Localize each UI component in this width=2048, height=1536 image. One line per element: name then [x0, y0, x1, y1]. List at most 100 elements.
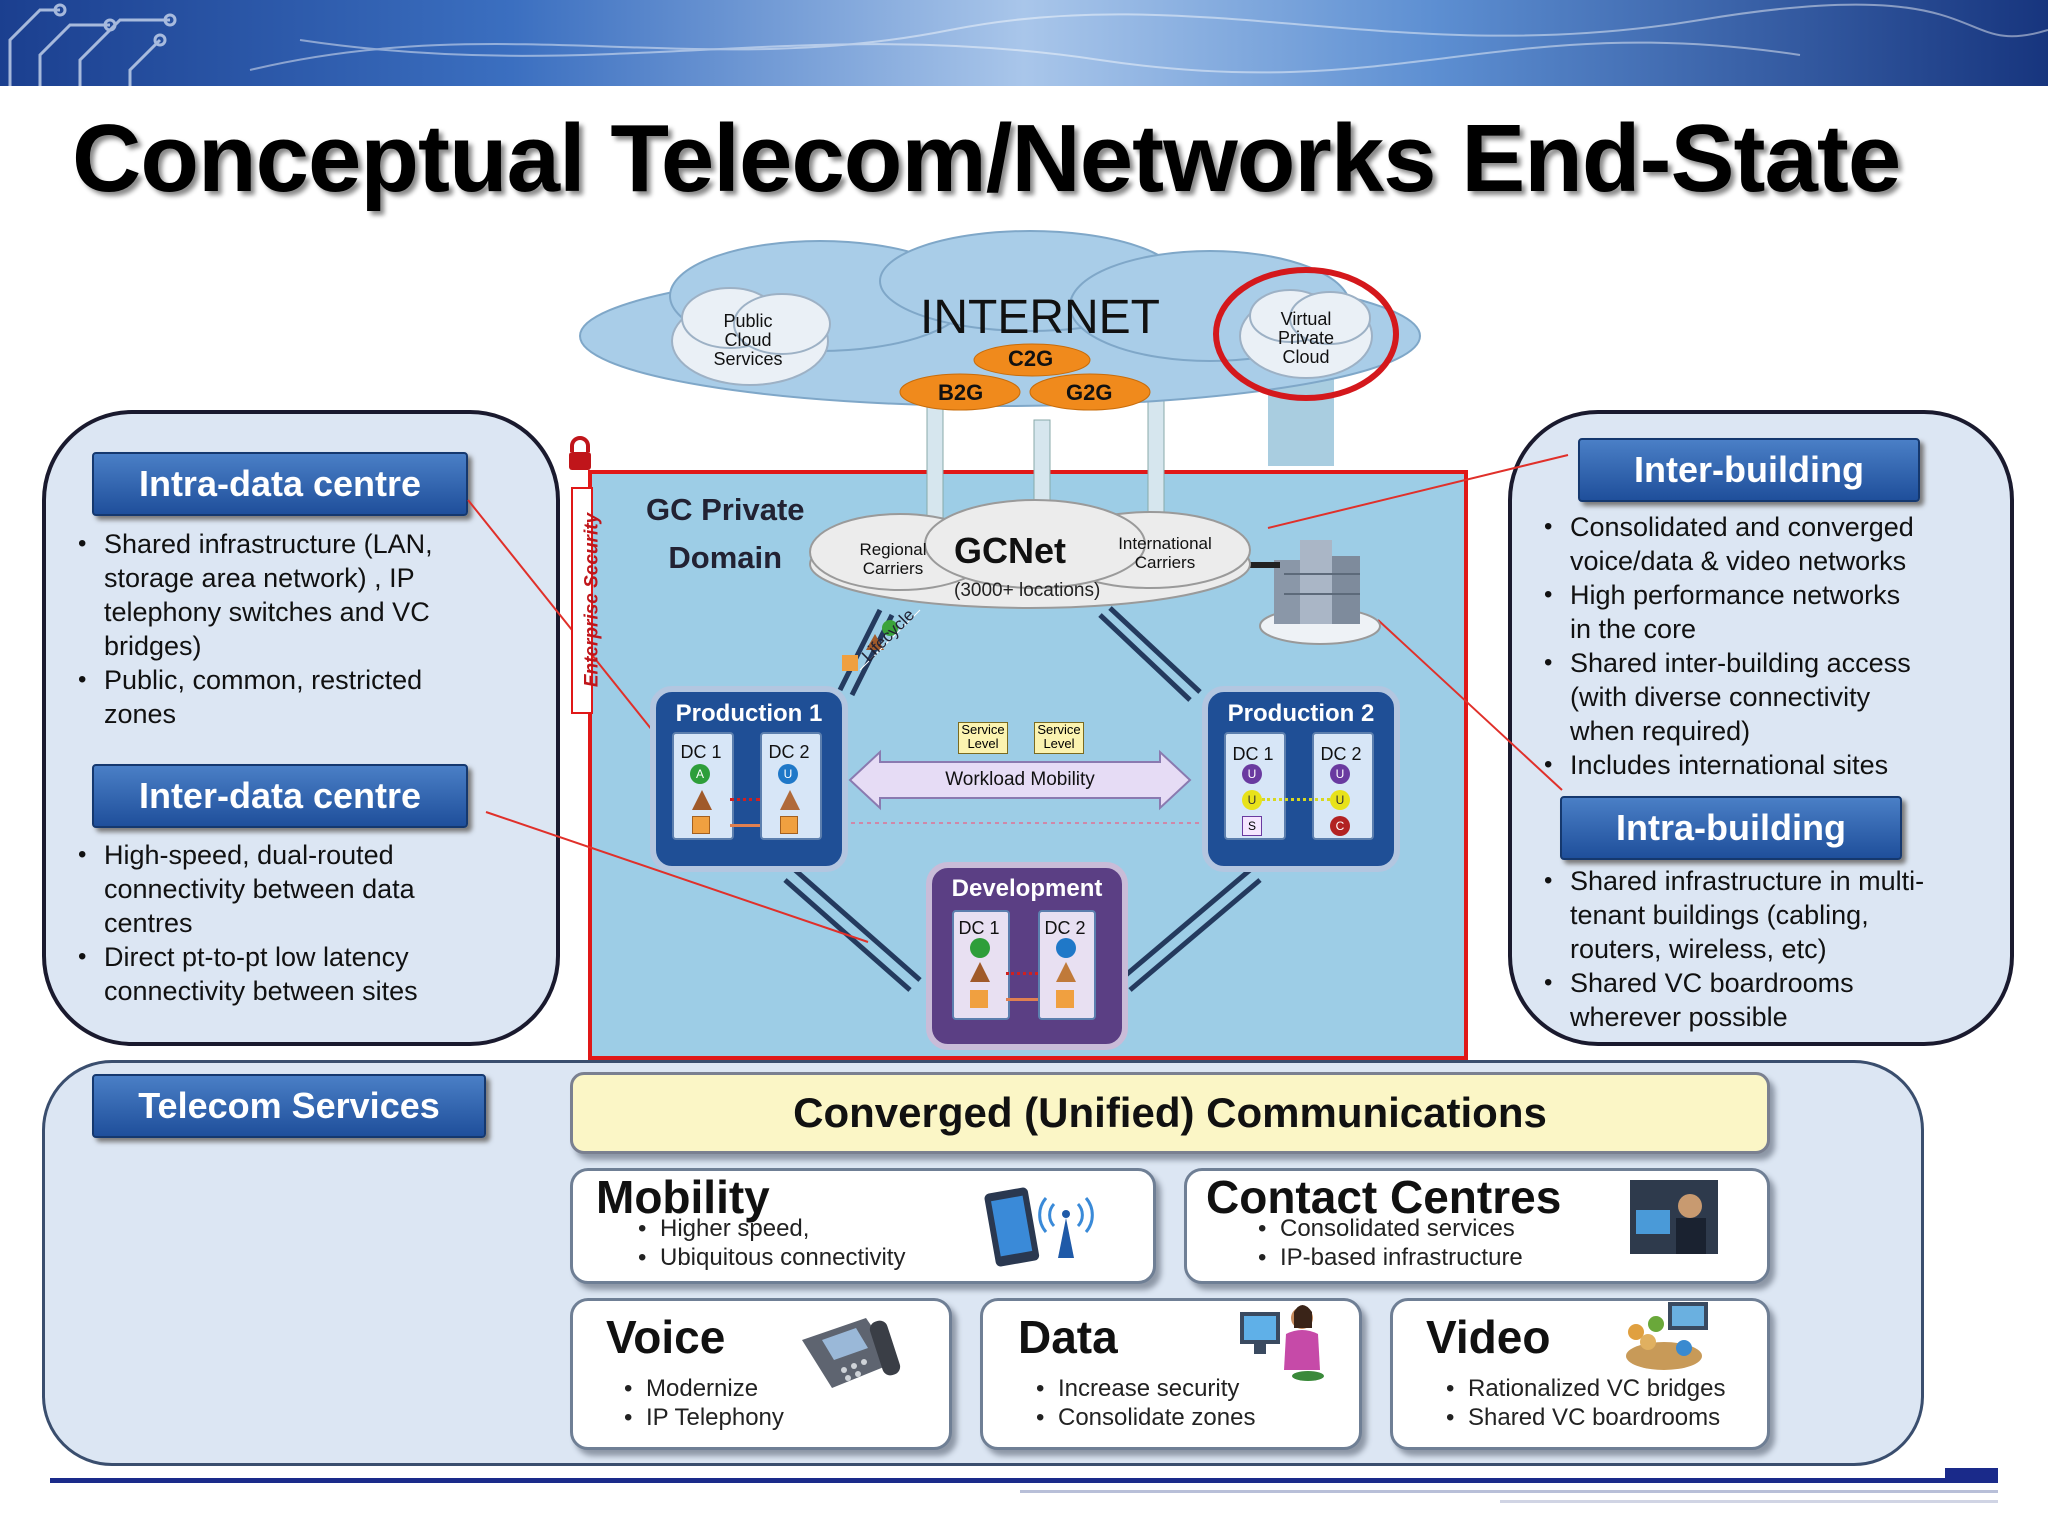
- tablet-wireless-icon: [984, 1187, 1094, 1267]
- lifecycle-shapes: [842, 609, 921, 671]
- ip-phone-icon: [802, 1318, 901, 1388]
- zone-u-node: U: [778, 764, 798, 784]
- footer-rule-light: [1500, 1500, 1998, 1503]
- production-2-label: Production 2: [1227, 700, 1375, 727]
- enterprise-security-label: Enterprise Security: [581, 512, 603, 688]
- circuit-pattern-icon: [8, 3, 2048, 86]
- telecom-services-label: Telecom Services: [92, 1074, 486, 1138]
- list-item: Modernize: [620, 1374, 784, 1403]
- workload-mobility-label: Workload Mobility: [945, 769, 1095, 790]
- header-banner: [0, 0, 2048, 86]
- video-conference-icon: [1626, 1302, 1708, 1370]
- list-item: Includes international sites: [1544, 748, 2004, 782]
- gcnet-cloud-icon: [809, 499, 1251, 609]
- dc2-label: DC 2: [1044, 918, 1086, 938]
- dc-link: [730, 824, 760, 827]
- footer-rule-accent: [1945, 1468, 1998, 1482]
- dc1-label: DC 1: [1232, 744, 1274, 764]
- zone-c-node: C: [1330, 816, 1350, 836]
- gcnet-label: GCNet: [954, 530, 1067, 571]
- list-item: Rationalized VC bridges: [1442, 1374, 1725, 1403]
- mobility-bullets: Higher speed, Ubiquitous connectivity: [634, 1214, 905, 1272]
- zone-s-node-striped: [780, 790, 800, 810]
- list-item: IP-based infrastructure: [1254, 1243, 1523, 1272]
- intra-data-centre-bullets: Shared infrastructure (LAN,storage area …: [78, 527, 538, 731]
- list-item: Increase security: [1032, 1374, 1255, 1403]
- firewall-square: [1056, 990, 1074, 1008]
- computer-user-icon: [1240, 1305, 1324, 1381]
- zone-u-node: U: [1242, 764, 1262, 784]
- dc1-label: DC 1: [958, 918, 1000, 938]
- zone-u-node-yellow: U: [1330, 790, 1350, 810]
- data-title: Data: [1018, 1311, 1118, 1363]
- zone-s-node: [970, 962, 990, 982]
- internet-cloud-icon: [579, 230, 1421, 411]
- zone-node-blue: [1056, 938, 1076, 958]
- firewall-square: [692, 816, 710, 834]
- inter-data-centre-label: Inter-data centre: [92, 764, 468, 828]
- call-centre-agent-icon: [1630, 1180, 1718, 1254]
- intra-building-label: Intra-building: [1560, 796, 1902, 860]
- list-item: Higher speed,: [634, 1214, 905, 1243]
- list-item: Shared inter-building access(with divers…: [1544, 646, 2004, 748]
- video-bullets: Rationalized VC bridges Shared VC boardr…: [1442, 1374, 1725, 1432]
- list-item: Shared VC boardrooms: [1442, 1403, 1725, 1432]
- video-title: Video: [1426, 1311, 1551, 1363]
- list-item: Consolidate zones: [1032, 1403, 1255, 1432]
- footer-rule: [50, 1478, 1998, 1483]
- dc2-label: DC 2: [768, 742, 810, 762]
- internet-label: INTERNET: [920, 291, 1160, 344]
- zone-node-green: [970, 938, 990, 958]
- list-item: IP Telephony: [620, 1403, 784, 1432]
- dc-link: [730, 798, 760, 801]
- list-item: Shared infrastructure (LAN,storage area …: [78, 527, 538, 663]
- lock-icon: [569, 436, 591, 470]
- dc1-label: DC 1: [680, 742, 722, 762]
- list-item: Shared infrastructure in multi-tenant bu…: [1544, 864, 2004, 966]
- footer-rule-light: [1020, 1490, 1998, 1493]
- c2g-pill: C2G: [1008, 346, 1054, 371]
- firewall-square: [970, 990, 988, 1008]
- production-1-label: Production 1: [675, 700, 823, 727]
- list-item: Consolidated services: [1254, 1214, 1523, 1243]
- firewall-square: [780, 816, 798, 834]
- inter-building-label: Inter-building: [1578, 438, 1920, 502]
- contact-centres-bullets: Consolidated services IP-based infrastru…: [1254, 1214, 1523, 1272]
- converged-communications-banner: Converged (Unified) Communications: [570, 1072, 1770, 1154]
- voice-bullets: Modernize IP Telephony: [620, 1374, 784, 1432]
- list-item: Direct pt-to-pt low latencyconnectivity …: [78, 940, 538, 1008]
- gcnet-sublabel: (3000+ locations): [954, 580, 1101, 601]
- voice-title: Voice: [606, 1311, 726, 1363]
- dc2-label: DC 2: [1320, 744, 1362, 764]
- zone-s-node-striped: [1056, 962, 1076, 982]
- dc-link: [1262, 798, 1330, 801]
- zone-u-node-yellow: U: [1242, 790, 1262, 810]
- intra-data-centre-label: Intra-data centre: [92, 452, 468, 516]
- intra-building-bullets: Shared infrastructure in multi-tenant bu…: [1544, 864, 2004, 1034]
- zone-s-node: S: [1242, 816, 1262, 836]
- dc-link: [1006, 998, 1038, 1001]
- page-title: Conceptual Telecom/Networks End-State: [72, 105, 1901, 212]
- zone-a-node: A: [690, 764, 710, 784]
- development-label: Development: [951, 875, 1103, 902]
- zone-s-node: [692, 790, 712, 810]
- b2g-pill: B2G: [938, 380, 984, 405]
- workload-mobility-arrow: [848, 749, 1192, 811]
- g2g-pill: G2G: [1066, 380, 1113, 405]
- list-item: Ubiquitous connectivity: [634, 1243, 905, 1272]
- data-bullets: Increase security Consolidate zones: [1032, 1374, 1255, 1432]
